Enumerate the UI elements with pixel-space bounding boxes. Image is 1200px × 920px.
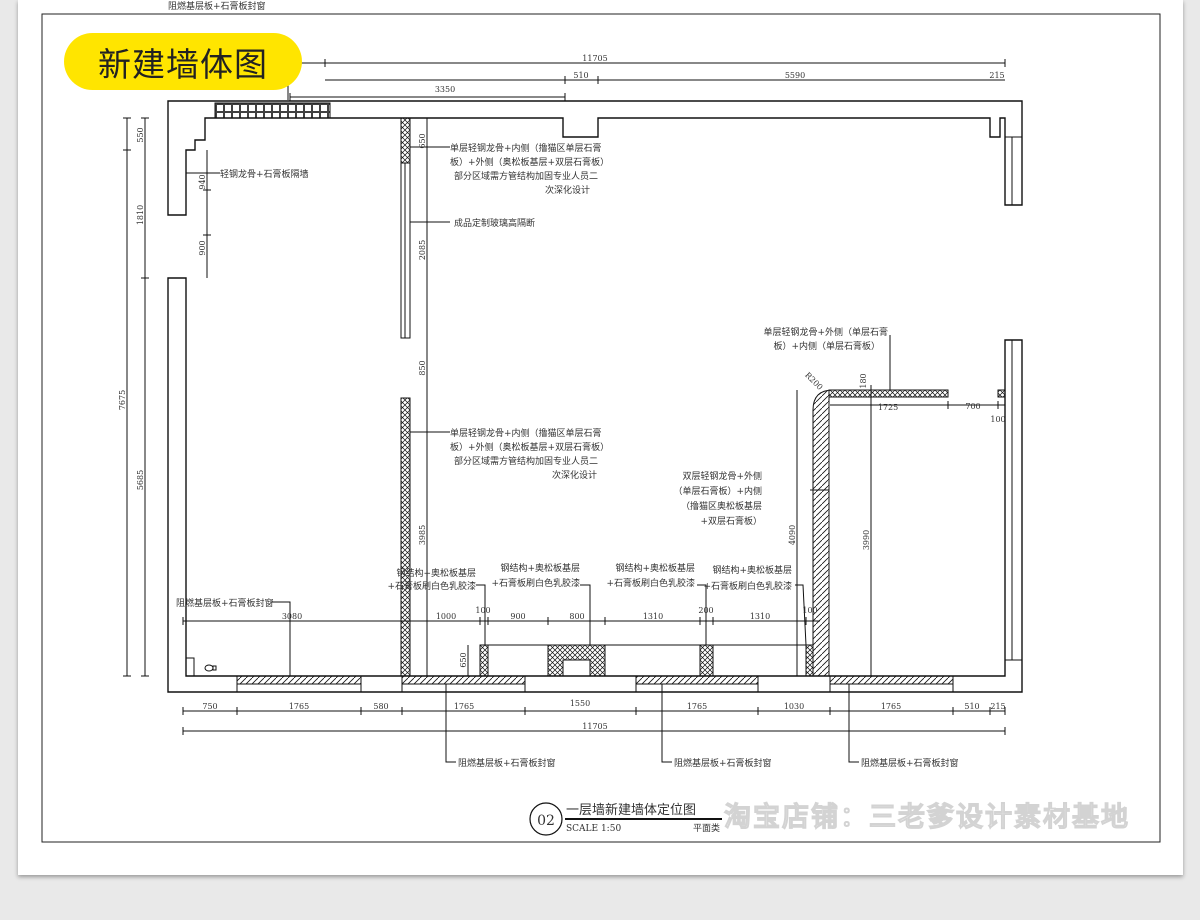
- bottom-windows: [236, 675, 954, 693]
- svg-text:单层轻钢龙骨+内侧（撸猫区单层石膏: 单层轻钢龙骨+内侧（撸猫区单层石膏: [450, 427, 602, 439]
- svg-text:11705: 11705: [582, 722, 607, 731]
- watermark: 淘宝店铺：三老爹设计素材基地: [724, 802, 1130, 834]
- steel-posts: [479, 644, 814, 677]
- partition-wall-lower: [400, 397, 411, 677]
- svg-text:650: 650: [418, 133, 427, 148]
- svg-text:（单层石膏板）+内侧: （单层石膏板）+内侧: [673, 485, 762, 497]
- svg-text:7675: 7675: [118, 390, 127, 410]
- svg-text:+石膏板刷白色乳胶漆: +石膏板刷白色乳胶漆: [703, 580, 792, 592]
- svg-text:180: 180: [859, 373, 868, 388]
- dimension-lines: [126, 40, 1005, 820]
- svg-text:板）+外侧（奥松板基层+双层石膏板）: 板）+外侧（奥松板基层+双层石膏板）: [450, 441, 609, 453]
- svg-text:580: 580: [373, 702, 388, 711]
- svg-text:次深化设计: 次深化设计: [545, 184, 590, 196]
- svg-text:3350: 3350: [435, 85, 455, 94]
- svg-text:550: 550: [136, 127, 145, 142]
- drawing-sheet: [18, 0, 1183, 875]
- svg-text:板）+内侧（单层石膏板）: 板）+内侧（单层石膏板）: [773, 340, 880, 352]
- svg-text:215: 215: [990, 702, 1005, 711]
- svg-text:成品定制玻璃高隔断: 成品定制玻璃高隔断: [454, 217, 535, 229]
- svg-text:1310: 1310: [643, 612, 663, 621]
- svg-text:轻钢龙骨+石膏板隔墙: 轻钢龙骨+石膏板隔墙: [220, 168, 309, 180]
- top-window-fill: [214, 102, 331, 119]
- svg-text:板）+外侧（奥松板基层+双层石膏板）: 板）+外侧（奥松板基层+双层石膏板）: [450, 156, 609, 168]
- partition-wall-upper: [400, 117, 411, 164]
- outer-walls: [167, 100, 1023, 693]
- drawing-frame: [41, 13, 1161, 843]
- svg-text:4090: 4090: [788, 525, 797, 545]
- svg-text:1030: 1030: [784, 702, 804, 711]
- svg-text:3985: 3985: [418, 525, 427, 545]
- drawing-number-circle: [529, 802, 563, 836]
- title-badge: 新建墙体图: [64, 33, 302, 90]
- double-wall: [812, 389, 834, 677]
- drawing-number: 02: [537, 813, 555, 829]
- svg-text:1765: 1765: [687, 702, 707, 711]
- right-top-wall: [828, 389, 949, 398]
- svg-text:部分区域需方管结构加固专业人员二: 部分区域需方管结构加固专业人员二: [454, 170, 598, 182]
- svg-text:+石膏板刷白色乳胶漆: +石膏板刷白色乳胶漆: [606, 577, 695, 589]
- svg-text:1310: 1310: [750, 612, 770, 621]
- svg-text:900: 900: [510, 612, 525, 621]
- svg-text:R200: R200: [803, 371, 824, 392]
- svg-text:510: 510: [573, 71, 588, 80]
- svg-text:双层轻钢龙骨+外侧: 双层轻钢龙骨+外侧: [682, 470, 762, 482]
- svg-text:1725: 1725: [878, 403, 898, 412]
- toilet-symbol: [204, 664, 217, 672]
- svg-text:部分区域需方管结构加固专业人员二: 部分区域需方管结构加固专业人员二: [454, 455, 598, 467]
- svg-text:次深化设计: 次深化设计: [552, 469, 597, 481]
- svg-text:钢结构+奥松板基层: 钢结构+奥松板基层: [712, 564, 792, 576]
- svg-text:1765: 1765: [454, 702, 474, 711]
- svg-text:100: 100: [475, 606, 490, 615]
- svg-text:1810: 1810: [136, 205, 145, 225]
- svg-text:11705: 11705: [582, 54, 607, 63]
- svg-text:900: 900: [198, 240, 207, 255]
- annotation-labels: 阻燃基层板+石膏板封窗 轻钢龙骨+石膏板隔墙 单层轻钢龙骨+内侧（撸猫区单层石膏…: [168, 0, 959, 769]
- svg-text:钢结构+奥松板基层: 钢结构+奥松板基层: [615, 562, 695, 574]
- svg-text:+石膏板刷白色乳胶漆: +石膏板刷白色乳胶漆: [491, 577, 580, 589]
- svg-text:1000: 1000: [436, 612, 456, 621]
- svg-text:钢结构+奥松板基层: 钢结构+奥松板基层: [500, 562, 580, 574]
- svg-text:阻燃基层板+石膏板封窗: 阻燃基层板+石膏板封窗: [674, 757, 772, 769]
- dimension-texts: 11705 510 5590 215 3350 550 1810 7675 56…: [118, 54, 1006, 731]
- svg-text:单层轻钢龙骨+内侧（撸猫区单层石膏: 单层轻钢龙骨+内侧（撸猫区单层石膏: [450, 142, 602, 154]
- drawing-type: 平面类: [693, 822, 720, 834]
- svg-text:800: 800: [569, 612, 584, 621]
- svg-text:（撸猫区奥松板基层: （撸猫区奥松板基层: [681, 500, 762, 512]
- svg-text:100: 100: [802, 606, 817, 615]
- svg-text:3080: 3080: [282, 612, 302, 621]
- svg-text:2085: 2085: [418, 240, 427, 260]
- svg-text:3990: 3990: [862, 530, 871, 550]
- svg-text:阻燃基层板+石膏板封窗: 阻燃基层板+石膏板封窗: [168, 0, 266, 12]
- svg-text:阻燃基层板+石膏板封窗: 阻燃基层板+石膏板封窗: [861, 757, 959, 769]
- svg-text:+石膏板刷白色乳胶漆: +石膏板刷白色乳胶漆: [387, 580, 476, 592]
- svg-text:100: 100: [990, 415, 1005, 424]
- drawing-scale: SCALE 1:50: [566, 824, 621, 834]
- svg-text:5590: 5590: [785, 71, 805, 80]
- svg-text:700: 700: [965, 402, 980, 411]
- svg-text:200: 200: [698, 606, 713, 615]
- svg-text:850: 850: [418, 360, 427, 375]
- svg-text:5685: 5685: [136, 470, 145, 490]
- svg-text:钢结构+奥松板基层: 钢结构+奥松板基层: [396, 567, 476, 579]
- svg-text:215: 215: [989, 71, 1004, 80]
- svg-text:单层轻钢龙骨+外侧（单层石膏: 单层轻钢龙骨+外侧（单层石膏: [763, 326, 888, 338]
- svg-text:1550: 1550: [570, 699, 590, 708]
- drawing-title: 一层墙新建墙体定位图: [566, 802, 696, 818]
- svg-text:940: 940: [198, 174, 207, 189]
- svg-text:1765: 1765: [881, 702, 901, 711]
- svg-text:阻燃基层板+石膏板封窗: 阻燃基层板+石膏板封窗: [176, 597, 274, 609]
- drawing-title-block: 02 一层墙新建墙体定位图 SCALE 1:50 平面类: [529, 802, 720, 836]
- svg-text:1765: 1765: [289, 702, 309, 711]
- svg-text:750: 750: [202, 702, 217, 711]
- svg-text:510: 510: [964, 702, 979, 711]
- dimension-ticks: [123, 59, 1006, 735]
- svg-text:650: 650: [459, 652, 468, 667]
- svg-text:+双层石膏板）: +双层石膏板）: [700, 515, 762, 527]
- svg-text:阻燃基层板+石膏板封窗: 阻燃基层板+石膏板封窗: [458, 757, 556, 769]
